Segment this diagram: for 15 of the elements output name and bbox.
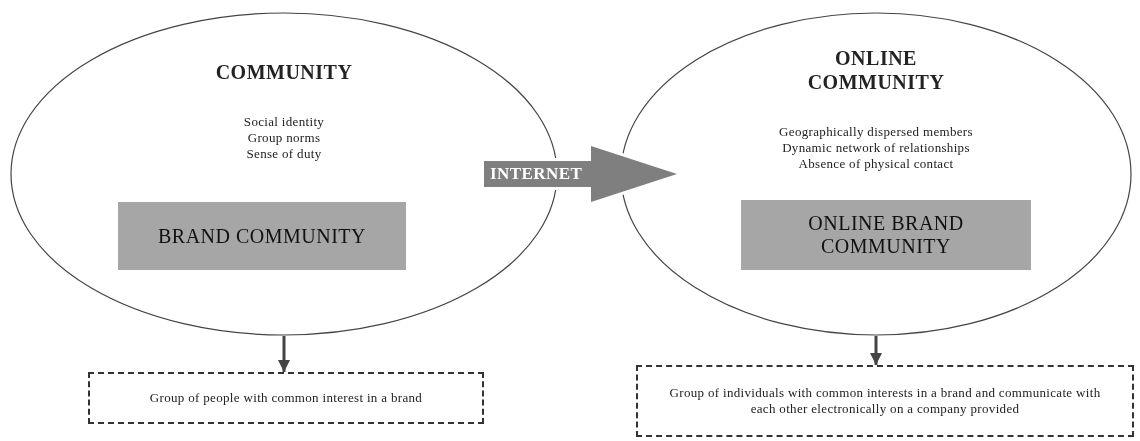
trait-text: Sense of duty <box>246 146 322 162</box>
arrow <box>278 336 290 372</box>
definition-box: Group of people with common interest in a brand <box>88 372 484 424</box>
heading: ONLINE COMMUNITY <box>806 46 946 94</box>
concept-box: ONLINE BRAND COMMUNITY <box>741 200 1031 270</box>
heading: COMMUNITY <box>214 60 354 84</box>
arrow <box>870 336 882 365</box>
trait-text: Absence of physical contact <box>798 156 954 172</box>
trait-text: Social identity <box>243 114 325 130</box>
definition-box: Group of individuals with common interests in a brand and communicate with each other electronically on a company provided <box>636 365 1134 437</box>
trait-text: Dynamic network of relationships <box>782 140 970 156</box>
concept-box: BRAND COMMUNITY <box>118 202 406 270</box>
trait-text: Geographically dispersed members <box>779 124 973 140</box>
edge-label: INTERNET <box>490 164 583 184</box>
trait-text: Group norms <box>247 130 321 146</box>
